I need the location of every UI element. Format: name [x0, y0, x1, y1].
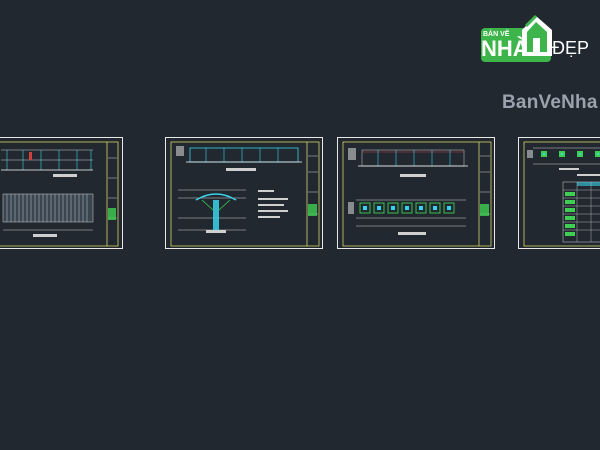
drawing-sheet-1[interactable] [0, 137, 123, 249]
banvenhadep-logo [481, 14, 552, 62]
logo-suffix-text: ĐẸP [552, 38, 590, 58]
logo-top-text: BẢN VẼ [483, 31, 510, 38]
plan-drawing-icon [342, 141, 492, 247]
drawing-sheet-4[interactable] [518, 137, 600, 249]
logo-main-text: NHÀ [481, 36, 529, 61]
drawing-sheet-3[interactable] [337, 137, 495, 249]
elevation-drawing-icon [0, 141, 119, 247]
section-drawing-icon [170, 141, 320, 247]
drawing-sheet-2[interactable] [165, 137, 323, 249]
site-watermark: BanVeNha [502, 92, 598, 113]
detail-table-drawing-icon [523, 141, 600, 247]
